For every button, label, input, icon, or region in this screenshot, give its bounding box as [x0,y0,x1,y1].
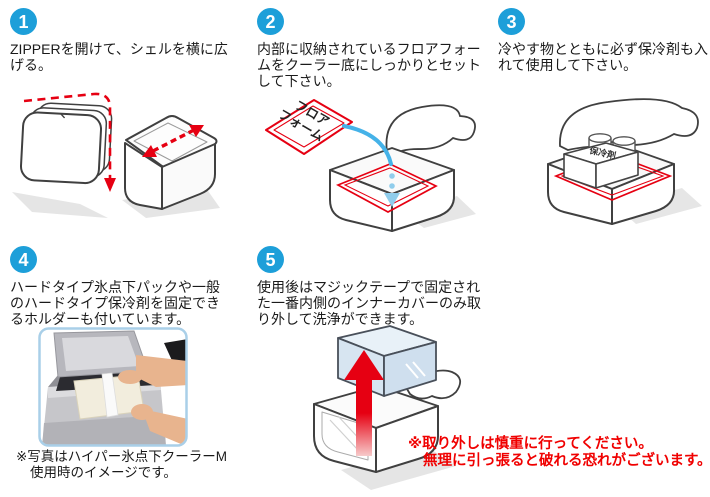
expand-arrow-icon [142,125,204,157]
instruction-line: れて使用して下さい。 [498,57,638,73]
warning-line: 無理に引っ張ると破れる恐れがございます。 [423,452,710,469]
step-5-instruction: 使用後はマジックテープで固定され た一番内側のインナーカバーのみ取 り外して洗浄… [257,279,481,327]
step-3-illustration: 保冷剤 [547,98,702,225]
step-2-instruction: 内部に収納されているフロアフォー ムをクーラー底にしっかりとセット して下さい。 [257,41,481,89]
instruction-line: 内部に収納されているフロアフォー [257,41,481,57]
unzip-arrow-icon [23,92,116,192]
step-4-number-badge: 4 [10,246,37,273]
instruction-line: ZIPPERを開けて、シェルを横に広 [10,41,228,57]
step-5-illustration [313,325,462,490]
floor-foam-drawing: フロア フォーム [265,98,353,155]
step-5: 5 使用後はマジックテープで固定され た一番内側のインナーカバーのみ取 り外して… [257,246,481,327]
step-4: 4 ハードタイプ氷点下パックや一般 のハードタイプ保冷剤を固定でき るホルダーも… [10,246,220,327]
instruction-line: り外して洗浄ができます。 [257,311,424,327]
inner-cover-drawing [337,325,437,397]
step-3-number-badge: 3 [498,8,525,35]
instruction-line: のハードタイプ保冷剤を固定でき [10,295,220,311]
folded-cooler-drawing [19,102,113,185]
instruction-line: るホルダーも付いています。 [10,311,191,327]
step-4-photo [38,327,188,447]
instruction-line: た一番内側のインナーカバーのみ取 [257,295,481,311]
step-1-illustration [12,92,220,218]
step-1-instruction: ZIPPERを開けて、シェルを横に広 げる。 [10,41,228,73]
instruction-line: げる。 [10,57,52,73]
photo-frame [38,327,188,447]
instruction-line: ハードタイプ氷点下パックや一般 [10,279,220,295]
step-1-number-badge: 1 [10,8,37,35]
step-2: 2 内部に収納されているフロアフォー ムをクーラー底にしっかりとセット して下さ… [257,8,481,89]
warning-line: ※取り外しは慎重に行ってください。 [408,436,653,452]
insert-arrow-icon [342,124,400,207]
shadow [12,192,108,218]
removal-warning: ※取り外しは慎重に行ってください。 無理に引っ張ると破れる恐れがございます。 [408,436,710,469]
caption-line: 使用時のイメージです。 [30,465,177,480]
step-5-number-badge: 5 [257,246,284,273]
step-1: 1 ZIPPERを開けて、シェルを横に広 げる。 [10,8,228,73]
ice-pack-drawing [563,142,639,189]
instruction-line: 使用後はマジックテープで固定され [257,279,481,295]
step-3-instruction: 冷やす物とともに必ず保冷剤も入 れて使用して下さい。 [498,41,708,73]
photo-caption: ※写真はハイパー氷点下クーラーM 使用時のイメージです。 [16,449,227,481]
cooler-lid-drawing [385,104,476,158]
instruction-line: して下さい。 [257,73,341,89]
floor-foam-position-outline [336,163,438,213]
caption-line: ※写真はハイパー氷点下クーラーM [16,449,228,464]
lift-arrow-icon [344,350,384,456]
step-4-instruction: ハードタイプ氷点下パックや一般 のハードタイプ保冷剤を固定でき るホルダーも付い… [10,279,220,327]
step-2-illustration: フロア フォーム [265,98,476,232]
photo-content [42,330,187,446]
step-3: 3 冷やす物とともに必ず保冷剤も入 れて使用して下さい。 [498,8,708,73]
step-2-number-badge: 2 [257,8,284,35]
instruction-line: 冷やす物とともに必ず保冷剤も入 [498,41,708,57]
shadow [341,446,456,490]
instruction-line: ムをクーラー底にしっかりとセット [257,57,481,73]
